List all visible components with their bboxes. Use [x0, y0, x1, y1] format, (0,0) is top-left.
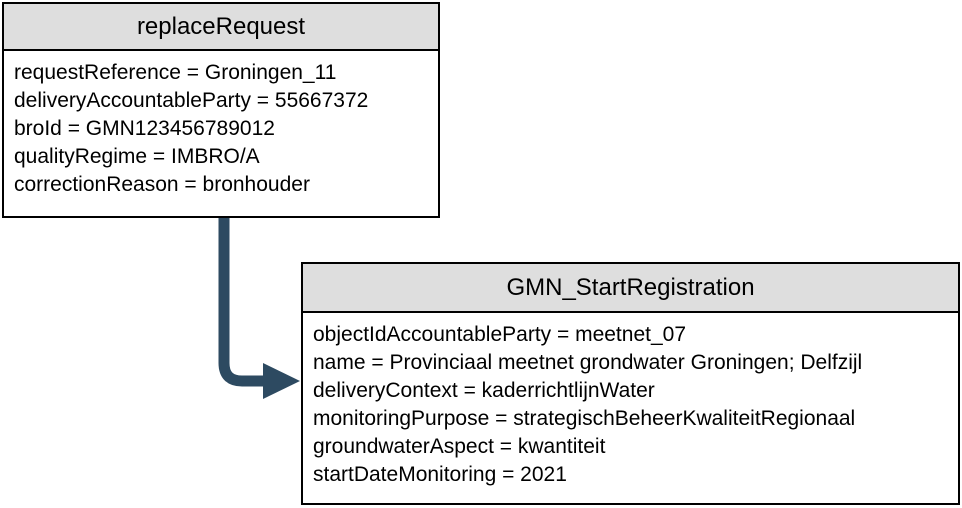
replace-request-title: replaceRequest — [4, 4, 438, 51]
attribute-line: broId = GMN123456789012 — [14, 117, 275, 140]
gmn-start-registration-attributes: objectIdAccountableParty = meetnet_07 na… — [303, 313, 958, 497]
attribute-line: deliveryAccountableParty = 55667372 — [14, 89, 369, 112]
attribute-line: startDateMonitoring = 2021 — [313, 463, 567, 486]
arrow-line — [218, 218, 264, 387]
gmn-start-registration-box: GMN_StartRegistration objectIdAccountabl… — [301, 262, 960, 505]
attribute-line: monitoringPurpose = strategischBeheerKwa… — [313, 407, 856, 430]
attribute-line: groundwaterAspect = kwantiteit — [313, 435, 606, 458]
replace-request-box: replaceRequest requestReference = Gronin… — [2, 2, 440, 218]
attribute-line: deliveryContext = kaderrichtlijnWater — [313, 379, 655, 402]
attribute-line: qualityRegime = IMBRO/A — [14, 145, 260, 168]
replace-request-attributes: requestReference = Groningen_11 delivery… — [4, 51, 438, 207]
attribute-line: name = Provinciaal meetnet grondwater Gr… — [313, 351, 863, 374]
attribute-line: objectIdAccountableParty = meetnet_07 — [313, 323, 686, 346]
arrowhead-icon — [263, 363, 300, 399]
attribute-line: requestReference = Groningen_11 — [14, 61, 337, 84]
attribute-line: correctionReason = bronhouder — [14, 173, 310, 196]
gmn-start-registration-title: GMN_StartRegistration — [303, 264, 958, 313]
